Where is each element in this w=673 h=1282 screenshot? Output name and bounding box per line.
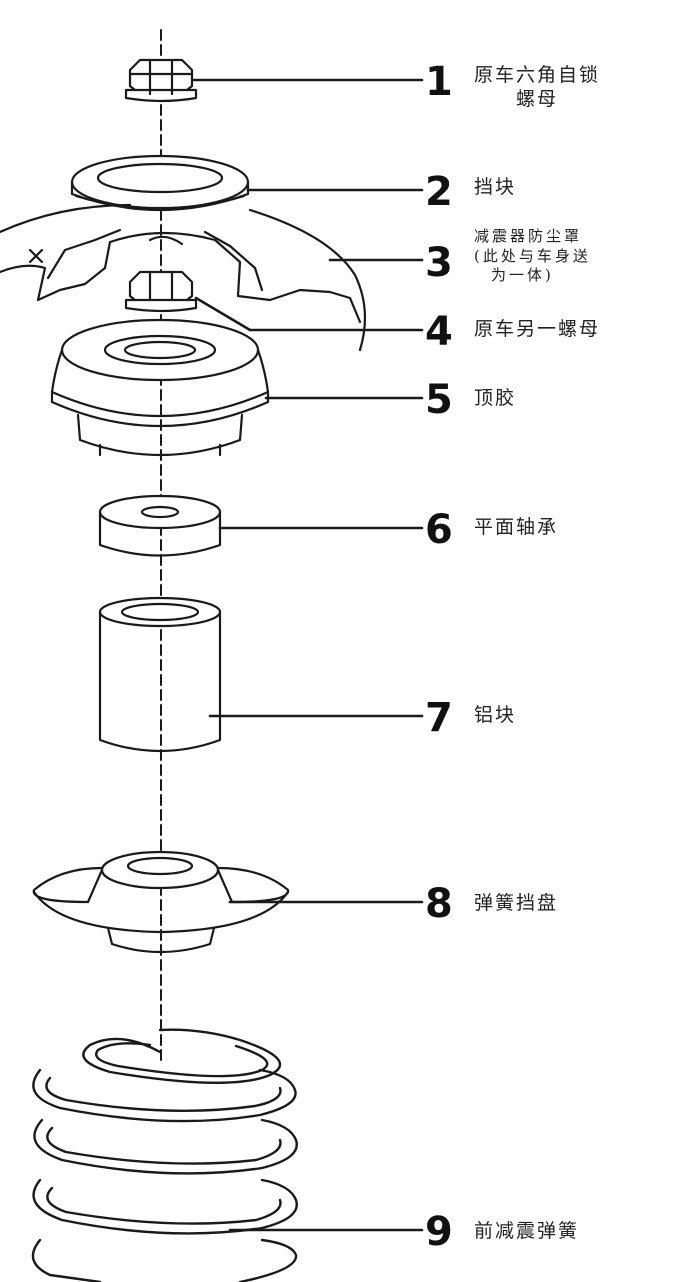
callout-number-2: 2 (425, 169, 453, 215)
part-9-coil-spring (31, 1028, 298, 1282)
part-5-top-mount (50, 318, 270, 457)
callout-label-4: 原车另一螺母 (474, 318, 601, 340)
callout-label-2: 挡块 (474, 176, 517, 198)
part-7-aluminum-block (98, 596, 222, 753)
callout-label-9: 前减震弹簧 (474, 1220, 580, 1242)
callout-label-1-line2: 螺母 (516, 87, 559, 110)
callout-label-3-line3: 为一体) (491, 266, 554, 284)
callout-number-7: 7 (425, 695, 453, 741)
callout-number-4: 4 (425, 309, 453, 355)
callout-label-1: 原车六角自锁 螺母 (474, 64, 600, 112)
callout-number-9: 9 (425, 1209, 453, 1255)
callout-label-6: 平面轴承 (474, 516, 559, 538)
part-4-second-nut (124, 270, 198, 313)
part-6-flat-bearing (98, 494, 222, 557)
callout-number-5: 5 (425, 377, 453, 423)
part-2-stop-ring (70, 154, 250, 212)
callout-label-8: 弹簧挡盘 (474, 892, 559, 914)
part-1-lock-nut (124, 58, 198, 103)
callout-number-3: 3 (425, 240, 453, 286)
callout-number-6: 6 (425, 507, 453, 553)
callout-label-3-line2: (此处与车身送 (474, 246, 591, 265)
part-8-spring-seat (32, 850, 290, 954)
part-3-dust-cover (0, 203, 367, 352)
callout-number-1: 1 (425, 59, 453, 105)
callout-label-1-line1: 原车六角自锁 (474, 64, 601, 86)
callout-label-3: 减震器防尘罩 (此处与车身送 为一体) (474, 227, 591, 286)
callout-label-7: 铝块 (474, 704, 517, 726)
leader-lines (191, 78, 424, 1232)
callout-number-8: 8 (425, 881, 453, 927)
callout-label-5: 顶胶 (474, 387, 517, 409)
callout-label-3-line1: 减震器防尘罩 (474, 227, 583, 245)
